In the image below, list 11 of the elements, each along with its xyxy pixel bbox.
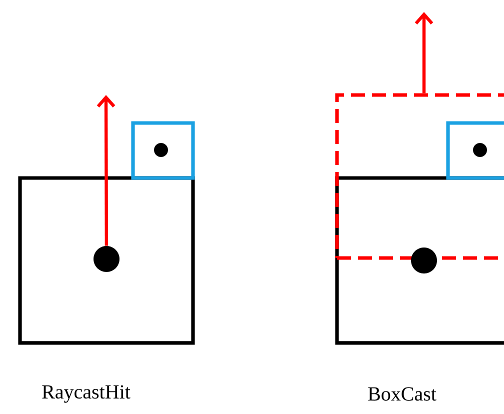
dashed-box xyxy=(335,93,504,260)
dot xyxy=(411,248,437,274)
arrow xyxy=(414,12,434,94)
dot xyxy=(154,142,168,157)
dot xyxy=(94,246,120,272)
dot xyxy=(473,142,487,157)
arrow xyxy=(96,94,116,246)
square-box xyxy=(18,176,195,345)
small-square-box xyxy=(131,121,195,180)
caption-label: RaycastHit xyxy=(42,385,130,403)
caption-label: BoxCast xyxy=(368,387,436,401)
